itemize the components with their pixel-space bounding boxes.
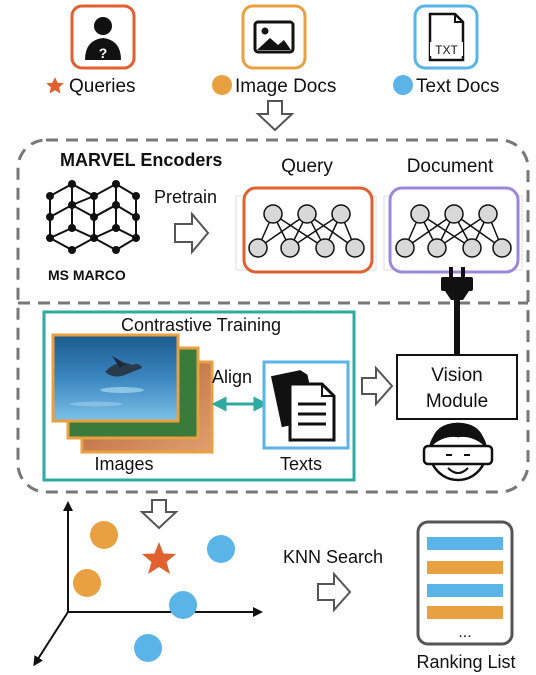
ranking-item bbox=[427, 537, 503, 550]
embedding-points bbox=[73, 521, 235, 662]
txt-file-icon: TXT bbox=[428, 12, 465, 62]
seabird-icon bbox=[70, 356, 144, 407]
user-question-icon: ? bbox=[85, 17, 121, 61]
query-encoder-box bbox=[242, 186, 374, 274]
query-point-star bbox=[142, 542, 176, 574]
pretrain-label: Pretrain bbox=[154, 187, 217, 207]
text-doc-point bbox=[134, 634, 162, 662]
text-docs-label: Text Docs bbox=[416, 76, 499, 97]
text-doc-point bbox=[207, 535, 235, 563]
down-arrow-bottom bbox=[139, 499, 179, 530]
ms-marco-label: MS MARCO bbox=[48, 267, 126, 283]
query-encoder-network-icon bbox=[248, 204, 365, 258]
plug-icon bbox=[441, 267, 473, 355]
query-star-icon bbox=[46, 77, 64, 94]
dashed-container bbox=[16, 138, 530, 494]
vr-headset-person-icon bbox=[422, 422, 494, 482]
pretrain-arrow bbox=[174, 211, 210, 255]
ranking-item bbox=[427, 606, 503, 619]
to-vision-arrow bbox=[361, 365, 394, 407]
ranking-ellipsis: ... bbox=[458, 624, 471, 641]
embedding-axes bbox=[33, 501, 263, 667]
documents-icon bbox=[270, 370, 336, 442]
down-arrow-top bbox=[255, 100, 295, 132]
text-doc-icon-box: TXT bbox=[413, 4, 479, 70]
image-doc-dot bbox=[212, 75, 232, 95]
encoders-title: MARVEL Encoders bbox=[60, 150, 222, 170]
ms-marco-nodes bbox=[46, 180, 140, 254]
vision-module-line2: Module bbox=[426, 391, 488, 412]
ranking-list-label: Ranking List bbox=[416, 652, 515, 672]
document-encoder-box bbox=[388, 186, 520, 274]
image-stack bbox=[51, 333, 214, 454]
ranking-item bbox=[427, 561, 503, 574]
vision-module-line1: Vision bbox=[431, 365, 482, 386]
texts-label: Texts bbox=[280, 454, 322, 474]
image-doc-point bbox=[90, 521, 118, 549]
text-doc-point bbox=[169, 591, 197, 619]
contrastive-training-title: Contrastive Training bbox=[121, 315, 281, 335]
image-icon bbox=[253, 20, 295, 54]
document-encoder-label: Document bbox=[407, 156, 494, 177]
document-encoder-network-icon bbox=[395, 204, 512, 258]
ranking-item bbox=[427, 584, 503, 597]
txt-icon-label: TXT bbox=[435, 43, 458, 57]
text-doc-dot bbox=[393, 75, 413, 95]
image-doc-point bbox=[73, 569, 101, 597]
image-doc-icon-box bbox=[241, 4, 307, 70]
queries-label: Queries bbox=[69, 76, 136, 97]
align-label: Align bbox=[212, 367, 252, 387]
image-docs-label: Image Docs bbox=[235, 76, 336, 97]
images-label: Images bbox=[94, 454, 153, 474]
vision-module-box bbox=[396, 354, 518, 420]
knn-arrow bbox=[317, 571, 352, 613]
knn-search-label: KNN Search bbox=[283, 547, 383, 567]
query-encoder-label: Query bbox=[281, 156, 333, 177]
svg-text:?: ? bbox=[99, 45, 108, 61]
query-icon-box: ? bbox=[70, 4, 136, 70]
